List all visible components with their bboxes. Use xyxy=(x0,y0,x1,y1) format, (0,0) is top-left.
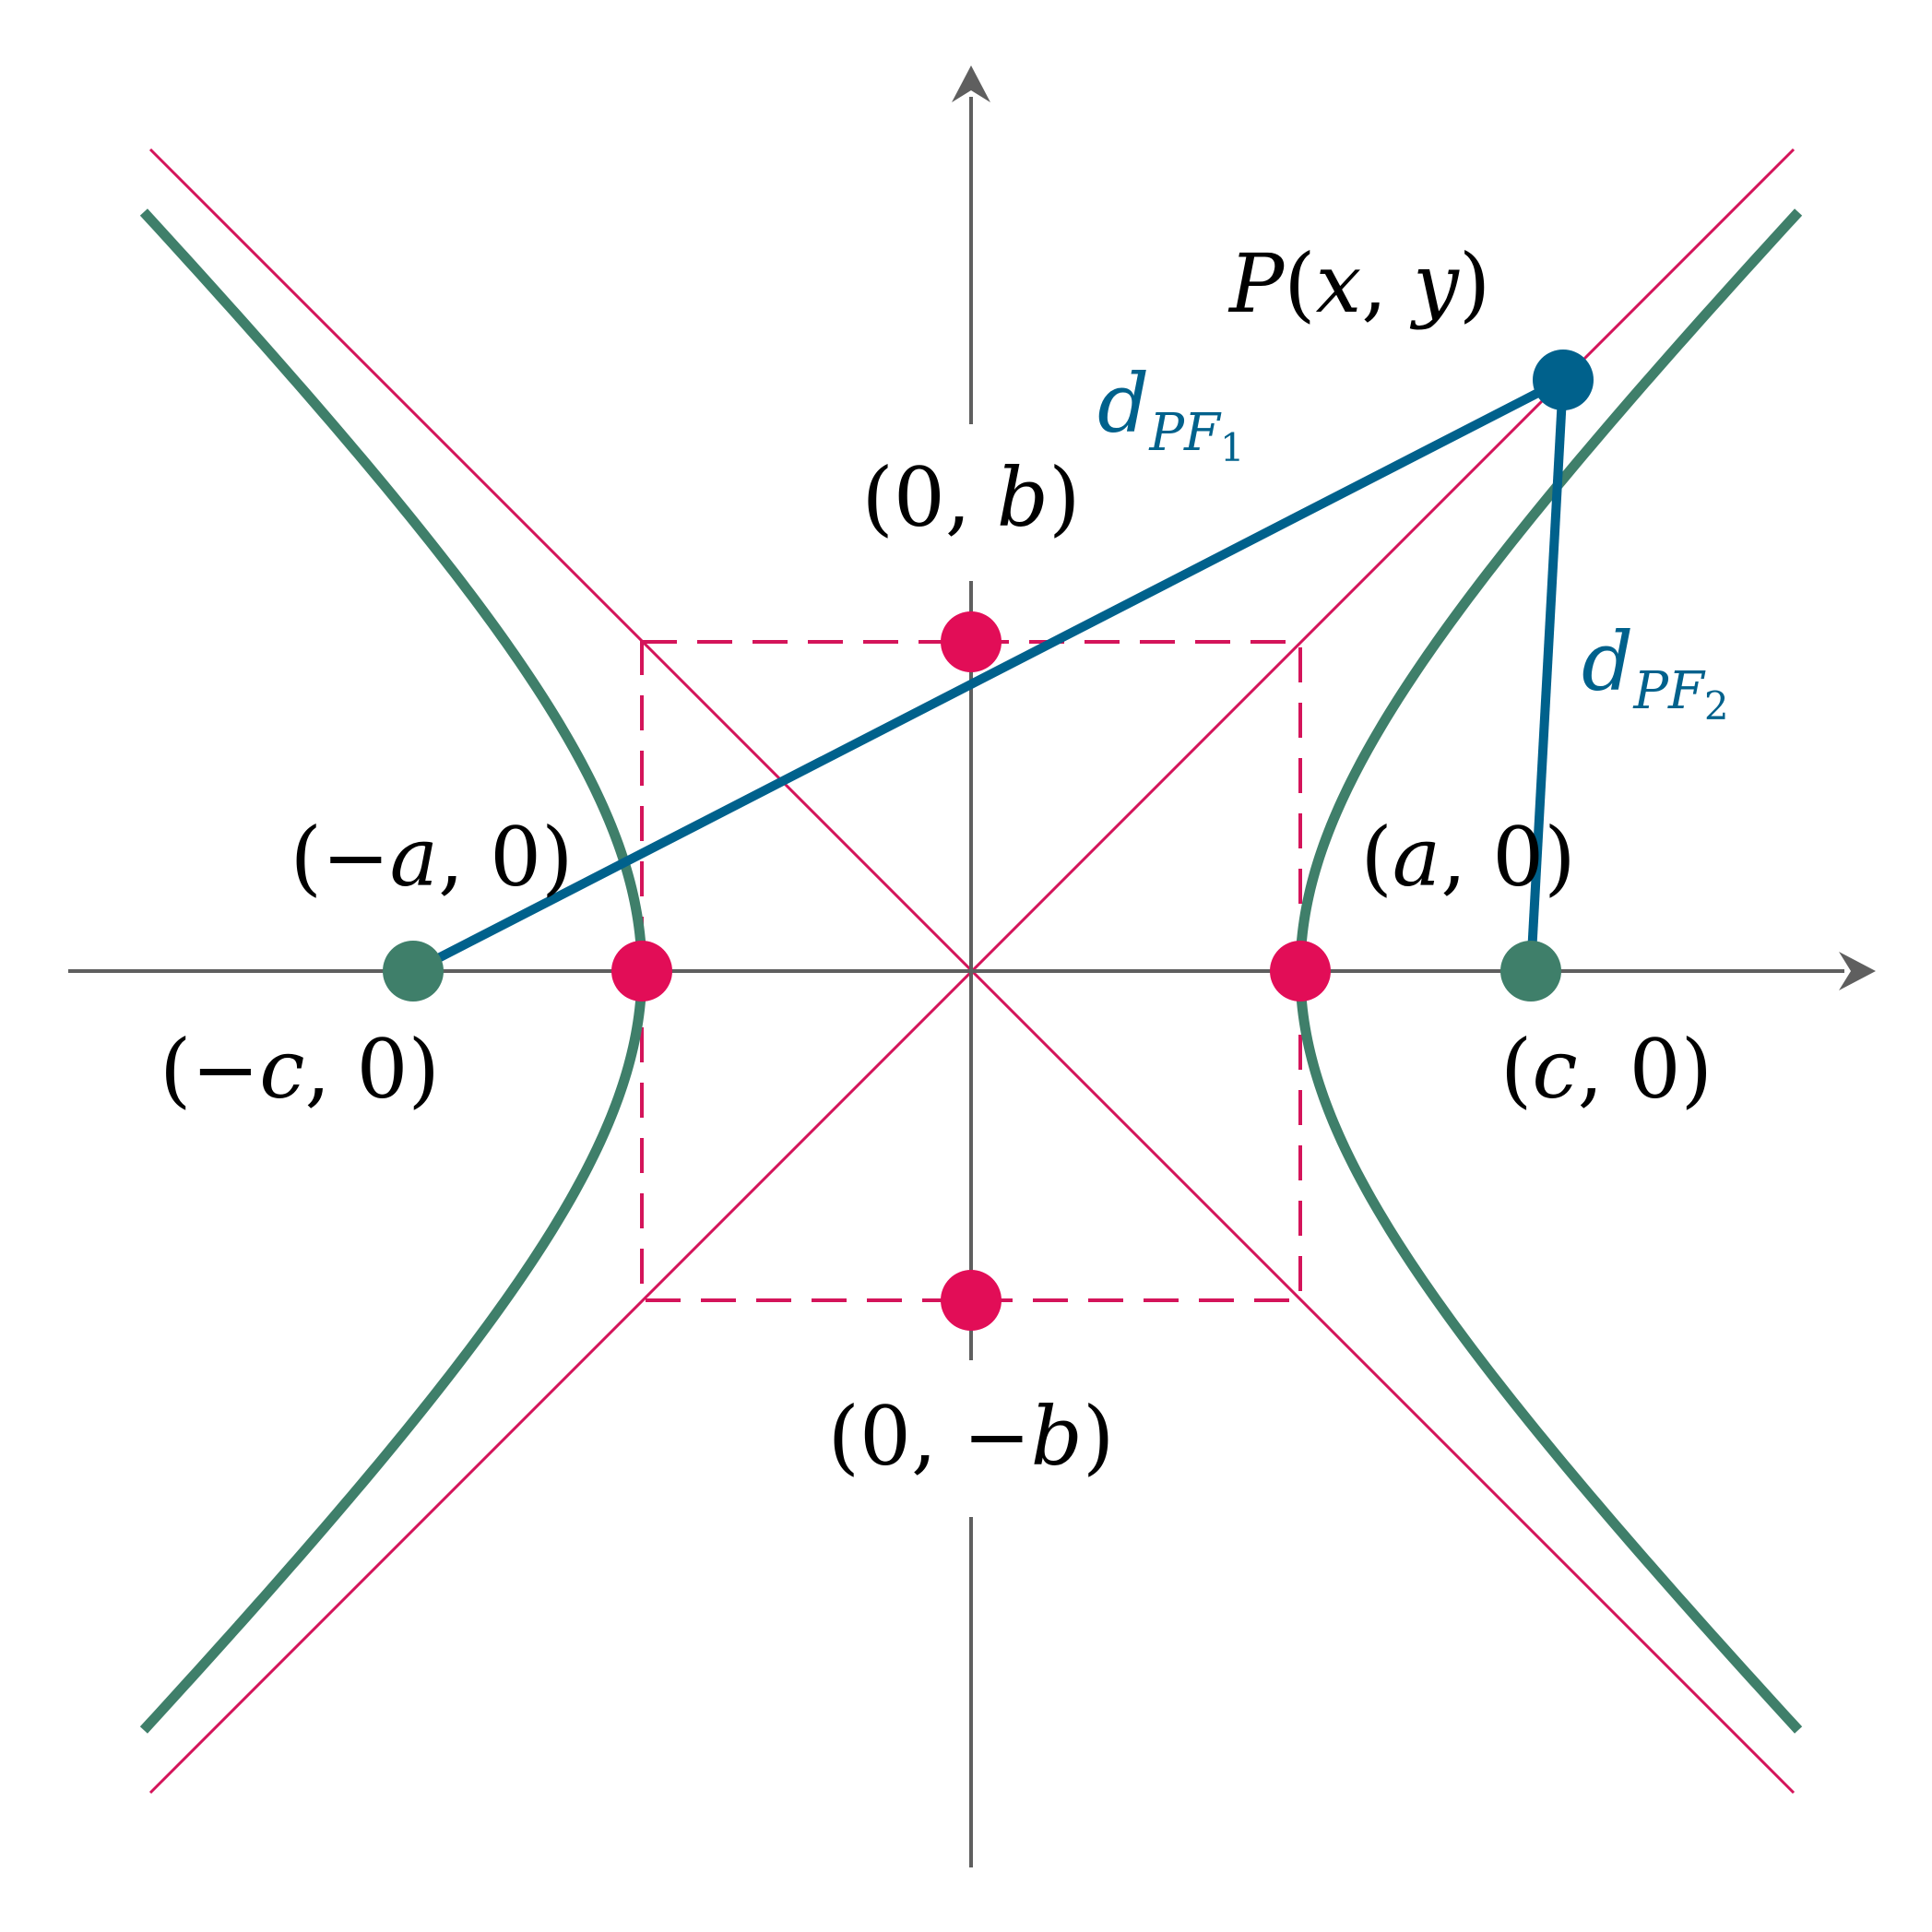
label-top-vertex: (0, b) xyxy=(862,450,1081,545)
focus-right-point xyxy=(1500,941,1561,1002)
label-left-focus: (−c, 0) xyxy=(160,1022,440,1117)
label-point-p: P(x, y) xyxy=(1227,236,1490,331)
marked-points xyxy=(383,350,1594,1331)
label-right-focus: (c, 0) xyxy=(1500,1022,1713,1117)
x-axis-arrowhead xyxy=(1839,952,1876,990)
co-vertex-bottom-point xyxy=(941,1270,1002,1331)
vertex-right-point xyxy=(1270,941,1331,1002)
y-axis-arrowhead xyxy=(952,65,990,102)
label-right-vertex: (a, 0) xyxy=(1360,810,1575,905)
label-d-pf2: dPF2 xyxy=(1582,614,1729,729)
focal-distance-segments xyxy=(410,375,1568,976)
segment-pf2 xyxy=(1526,379,1568,972)
label-bottom-vertex: (0, −b) xyxy=(828,1389,1115,1484)
label-left-vertex: (−a, 0) xyxy=(290,810,574,905)
focus-left-point xyxy=(383,941,444,1002)
vertex-left-point xyxy=(611,941,672,1002)
segment-pf1 xyxy=(410,375,1566,976)
labels: P(x, y) dPF1 dPF2 (0, b) (0, −b) (−a, 0)… xyxy=(160,236,1728,1484)
point-p xyxy=(1533,350,1594,410)
label-d-pf1: dPF1 xyxy=(1097,356,1245,470)
co-vertex-top-point xyxy=(941,611,1002,672)
